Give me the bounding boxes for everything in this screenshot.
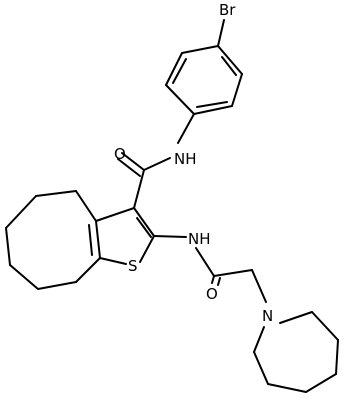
bond <box>196 101 228 108</box>
bond <box>279 311 313 324</box>
bond <box>253 351 269 385</box>
bond <box>9 264 39 290</box>
bond <box>253 326 265 353</box>
bond <box>37 281 77 290</box>
thiophene-sulfur-label: S <box>128 257 138 275</box>
bond <box>305 373 337 393</box>
bond <box>193 105 233 115</box>
bond <box>172 58 187 84</box>
bond <box>117 158 141 177</box>
bond <box>5 227 11 266</box>
bond <box>213 269 253 277</box>
azepane-ring <box>253 311 339 393</box>
bond <box>181 45 219 54</box>
bond <box>88 224 93 256</box>
bond <box>99 257 127 265</box>
bond <box>221 56 237 76</box>
thiophene-ring <box>88 207 155 265</box>
bond <box>136 217 152 238</box>
bond <box>143 157 171 171</box>
bond <box>231 73 243 107</box>
bond <box>75 257 101 283</box>
bond <box>153 235 187 238</box>
acylamino-nh-label: NH <box>188 230 211 248</box>
bromophenyl-ring <box>165 45 243 115</box>
bond-c-br <box>217 19 225 47</box>
bond <box>121 152 145 171</box>
bond <box>5 195 37 229</box>
azepane-nitrogen-label: N <box>262 307 273 325</box>
bond <box>133 169 145 209</box>
bromine-label: Br <box>219 1 236 19</box>
bond <box>311 311 339 341</box>
bond <box>211 275 215 284</box>
bond <box>217 45 243 75</box>
bond <box>165 84 195 115</box>
bond <box>139 235 155 263</box>
bond <box>217 277 221 286</box>
acetyl-oxygen-label: O <box>206 285 218 303</box>
bond <box>95 207 135 222</box>
bond <box>165 52 183 86</box>
bond <box>267 383 307 393</box>
cycloheptane-ring <box>5 190 101 290</box>
bond <box>35 190 77 197</box>
bond <box>335 339 339 375</box>
bond <box>75 190 97 222</box>
bond <box>195 247 215 277</box>
bond <box>251 269 267 303</box>
bond <box>177 113 195 144</box>
bond <box>95 220 101 259</box>
amide-nh-label: NH <box>174 150 197 168</box>
amide-oxygen-label: O <box>114 145 126 163</box>
bond <box>133 207 155 237</box>
